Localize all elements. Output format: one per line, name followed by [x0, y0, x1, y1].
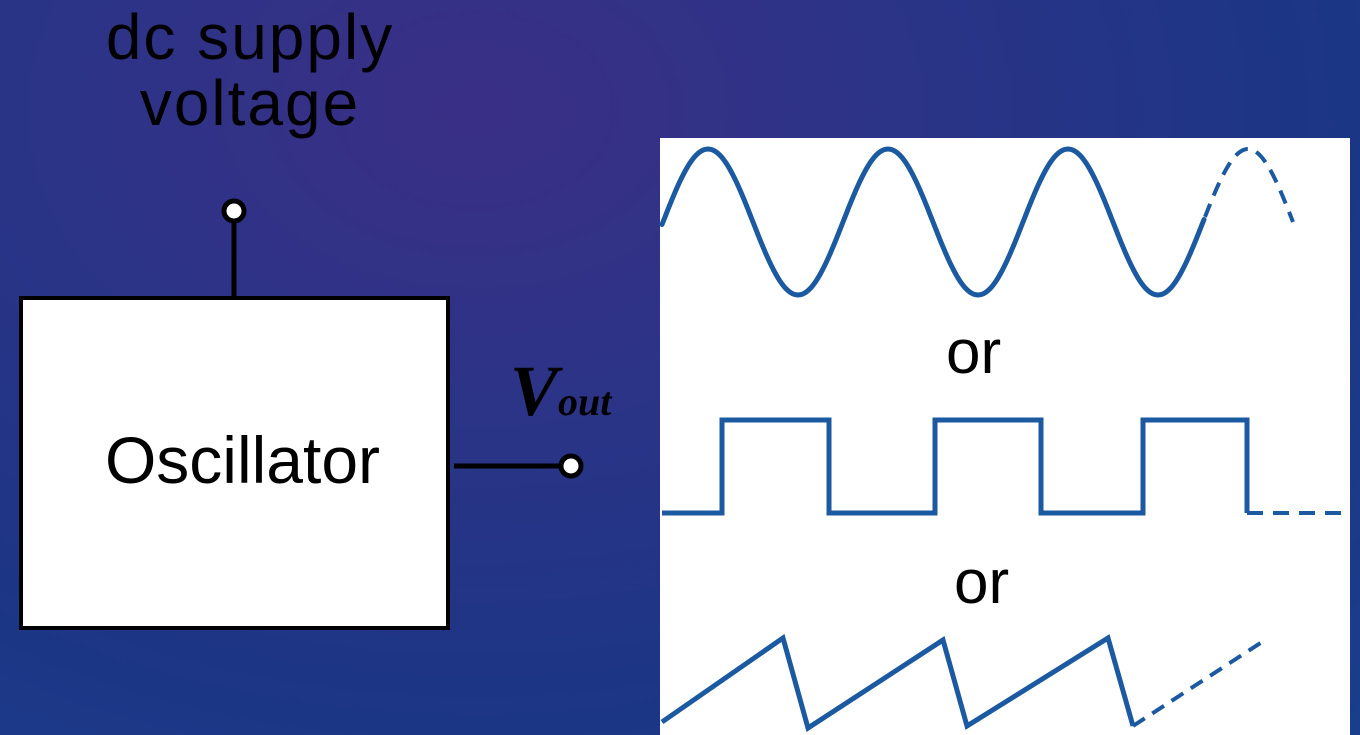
sawtooth-wave [660, 633, 1136, 732]
sine-wave-continuation [1203, 147, 1295, 223]
square-wave [662, 417, 1250, 516]
supply-label-line-2: voltage [139, 67, 361, 139]
sine-wave [659, 146, 1207, 298]
sawtooth-wave-continuation [1131, 640, 1264, 728]
waveform-panel [660, 138, 1350, 735]
oscillator-label: Oscillator [104, 423, 381, 497]
output-terminal [558, 453, 584, 479]
vout-subscript: out [558, 379, 612, 424]
supply-label-line-1: dc supply [105, 1, 395, 73]
supply-voltage-label: dc supply voltage [40, 4, 460, 136]
vout-label: Vout [510, 350, 611, 433]
or-separator-1: or [946, 318, 1002, 387]
or-separator-2: or [954, 548, 1010, 617]
oscillator-block [19, 296, 450, 630]
vout-symbol: V [510, 351, 559, 431]
supply-terminal [221, 198, 247, 224]
